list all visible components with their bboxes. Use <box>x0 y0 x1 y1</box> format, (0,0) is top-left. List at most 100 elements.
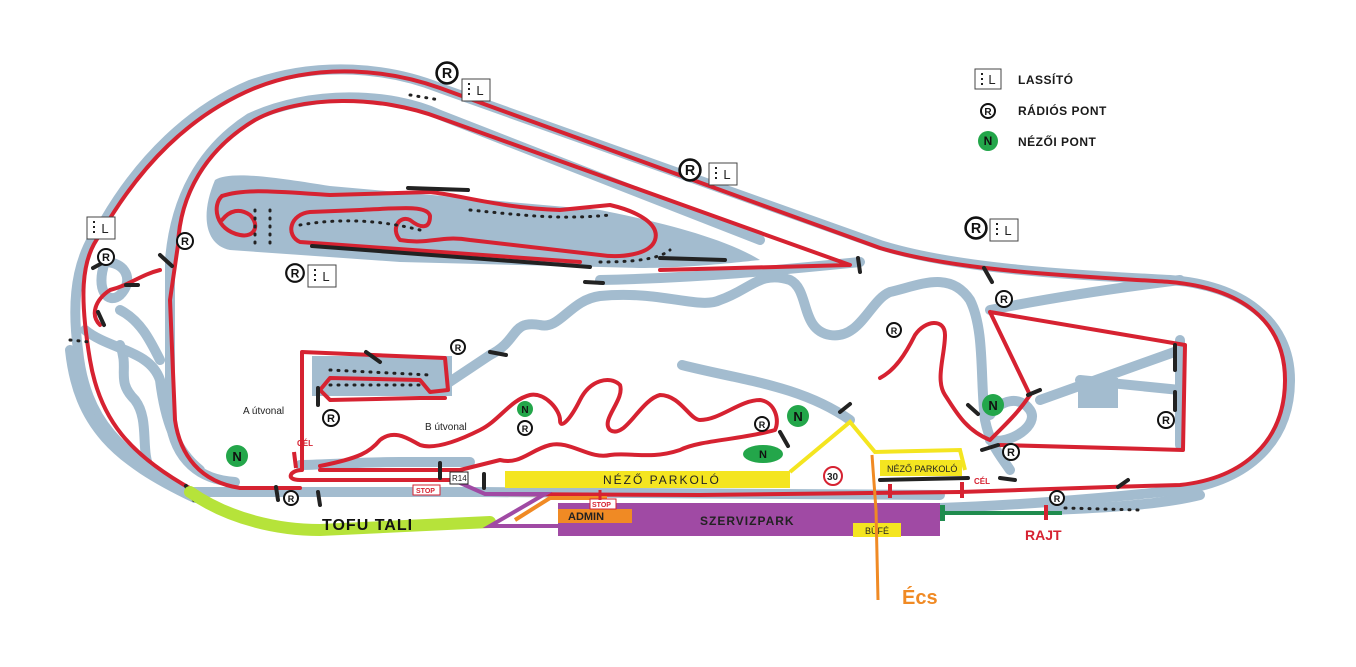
svg-text:L: L <box>476 83 483 98</box>
svg-text:N: N <box>232 449 241 464</box>
svg-text:R: R <box>685 163 696 179</box>
service-park-label: SZERVIZPARK <box>700 514 795 528</box>
radio-icon: R <box>995 290 1013 308</box>
radio-icon: R <box>283 490 299 506</box>
legend: L LASSÍTÓ R RÁDIÓS PONT N NÉZŐI PONT <box>974 68 1107 151</box>
svg-text:R: R <box>181 236 189 248</box>
road-network <box>65 64 1295 515</box>
svg-text:R: R <box>291 266 300 280</box>
stop-left-label: STOP <box>416 488 435 495</box>
svg-text:L: L <box>988 72 995 87</box>
legend-radio: R RÁDIÓS PONT <box>980 103 1107 119</box>
svg-text:R: R <box>971 221 982 237</box>
radio-icon: R <box>517 420 533 436</box>
r14-label: R14 <box>452 474 467 483</box>
finish-left-label: CÉL <box>297 439 313 448</box>
svg-text:R: R <box>522 424 529 434</box>
svg-text:L: L <box>723 167 730 182</box>
speed-limit-sign <box>823 466 843 486</box>
slowdown-icon: L <box>708 162 738 186</box>
slowdown-icon: L <box>974 68 1002 90</box>
a-route-label: A útvonal <box>243 406 284 417</box>
paved-area-right <box>1078 378 1118 408</box>
slowdown-icon: L <box>461 78 491 102</box>
radio-icon: R <box>285 263 305 283</box>
radio-icon: R <box>678 158 702 182</box>
admin-zone <box>558 509 632 523</box>
svg-text:N: N <box>759 449 767 461</box>
radio-icon: R <box>97 248 115 266</box>
pit-loop <box>96 256 133 304</box>
legend-spectator-label: NÉZŐI PONT <box>1018 134 1097 149</box>
svg-text:R: R <box>455 343 462 353</box>
radio-icon: R <box>754 416 770 432</box>
spectator-parking-2-zone <box>880 460 962 476</box>
spectator-icon: N <box>743 445 783 463</box>
slowdown-signs: L L L L L <box>86 78 1019 288</box>
finish-right-label: CÉL <box>974 477 990 486</box>
tofu-label: TOFU TALI <box>322 517 413 534</box>
radio-icon: R <box>964 216 988 240</box>
spectator-icon: N <box>517 401 533 417</box>
stop-admin-label: STOP <box>592 502 611 509</box>
svg-text:L: L <box>322 269 329 284</box>
radio-icon: R <box>1157 411 1175 429</box>
legend-radio-label: RÁDIÓS PONT <box>1018 103 1107 118</box>
svg-text:L: L <box>101 221 108 236</box>
barrier-bars <box>91 186 1177 507</box>
spectator-icon: N <box>226 445 248 467</box>
svg-text:R: R <box>442 66 453 82</box>
rally-track <box>81 69 1287 497</box>
stop-sign-admin <box>589 498 617 510</box>
legend-slowdown-label: LASSÍTÓ <box>1018 72 1074 87</box>
svg-text:N: N <box>793 409 802 424</box>
start-label: RAJT <box>1025 527 1062 543</box>
slowdown-icon: L <box>86 216 116 240</box>
radio-icon: R <box>1049 490 1065 506</box>
svg-text:N: N <box>521 405 528 416</box>
svg-text:R: R <box>288 494 295 504</box>
slowdown-icon: L <box>307 264 337 288</box>
spectator-icon: N <box>787 405 809 427</box>
svg-text:L: L <box>1004 223 1011 238</box>
legend-spectator: N NÉZŐI PONT <box>978 131 1097 151</box>
radio-icon: R <box>435 61 459 85</box>
speed-limit-label: 30 <box>827 472 839 483</box>
radio-icon: R <box>176 232 194 250</box>
dotted-barriers <box>68 93 1142 512</box>
svg-text:R: R <box>891 326 898 336</box>
svg-text:R: R <box>1000 294 1008 306</box>
stop-sign-left <box>412 484 441 496</box>
radio-points: R R R R R R R R R R R R R R R R <box>97 61 1175 506</box>
radio-icon: R <box>450 339 466 355</box>
spectator-icon: N <box>982 394 1004 416</box>
parking-access-road <box>788 419 967 474</box>
tofu-zone <box>184 486 496 537</box>
finish-left-marker <box>292 451 298 469</box>
svg-text:R: R <box>1007 447 1015 459</box>
slowdown-icon: L <box>989 218 1019 242</box>
radio-icon: R <box>1002 443 1020 461</box>
svg-text:R: R <box>759 420 766 430</box>
spectator-parking-2-label: NÉZŐ PARKOLÓ <box>887 464 957 474</box>
spectator-icon: N <box>978 131 998 151</box>
city-label: Écs <box>902 586 938 609</box>
svg-text:R: R <box>1162 415 1170 427</box>
service-connector <box>457 480 560 528</box>
svg-text:N: N <box>984 134 993 148</box>
spectator-parking-zone <box>505 471 790 488</box>
radio-icon: R <box>886 322 902 338</box>
svg-text:N: N <box>988 398 997 413</box>
r14-marker <box>449 471 469 485</box>
legend-slowdown: L LASSÍTÓ <box>974 68 1074 90</box>
start-marker <box>940 505 945 521</box>
svg-text:R: R <box>1054 494 1061 504</box>
b-route-label: B útvonal <box>425 422 467 433</box>
spectator-points: N N N N N <box>226 394 1004 467</box>
road-to-ecs <box>870 454 880 601</box>
svg-text:R: R <box>984 107 992 118</box>
radio-icon: R <box>980 103 996 119</box>
svg-text:R: R <box>102 252 110 264</box>
spectator-parking-label: NÉZŐ PARKOLÓ <box>603 472 721 487</box>
